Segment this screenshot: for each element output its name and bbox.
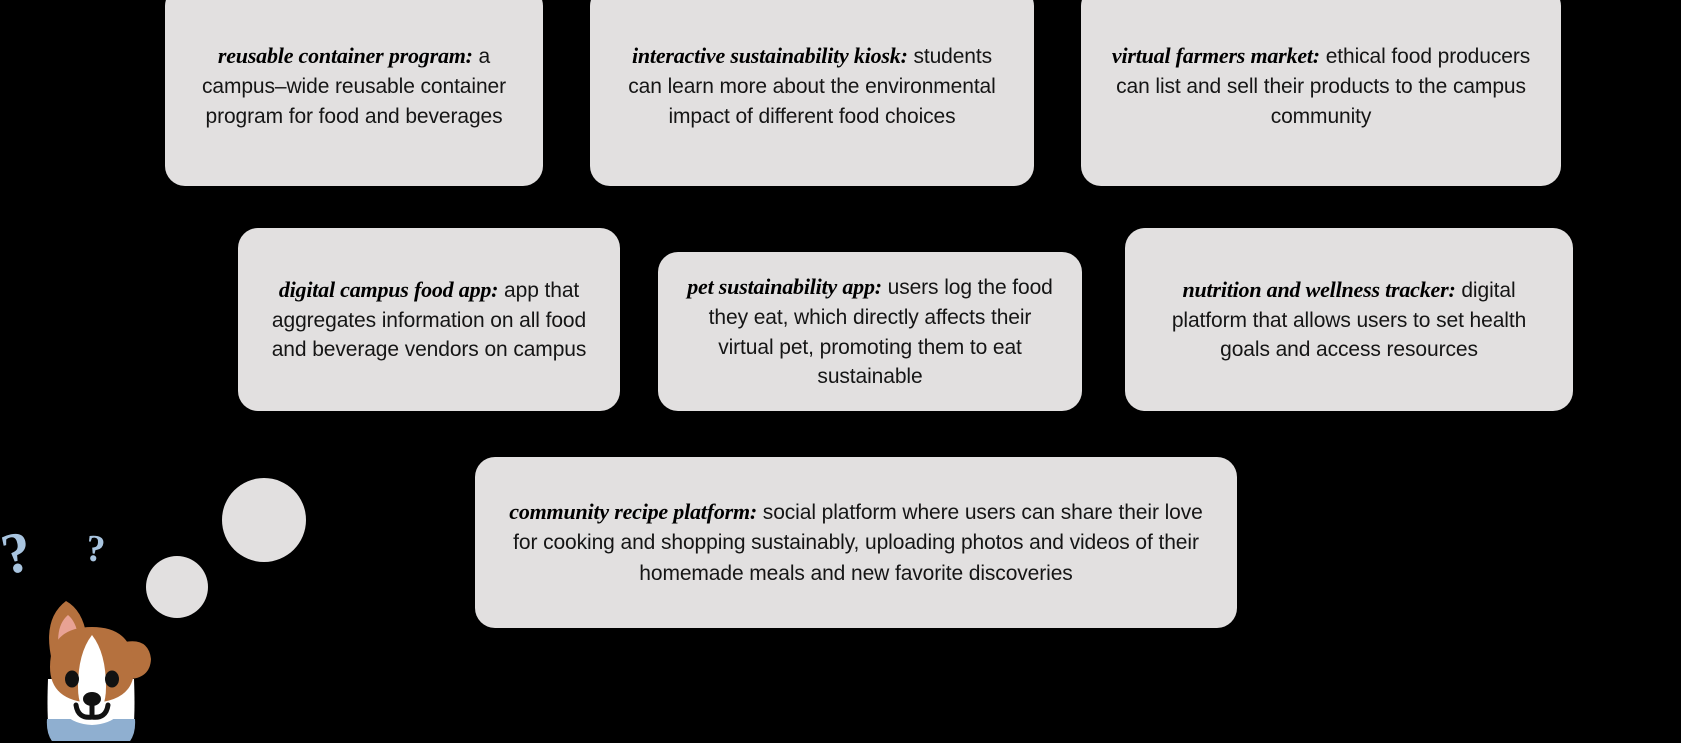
thought-bubble-small: [146, 556, 208, 618]
idea-card-body: a campus–wide reusable container program…: [201, 45, 506, 128]
idea-card-body: ethical food producers can list and sell…: [1116, 45, 1531, 128]
idea-card-body: social platform where users can share th…: [513, 500, 1203, 585]
idea-card-nutrition-and-wellness-tracker[interactable]: nutrition and wellness tracker: digital …: [1125, 228, 1573, 411]
idea-card-text: virtual farmers market: ethical food pro…: [1081, 40, 1561, 131]
corgi-collar: [46, 719, 136, 741]
corgi-nose: [83, 692, 101, 706]
corgi-dog-illustration: [46, 601, 151, 741]
corgi-mouth: [73, 702, 111, 720]
idea-card-lead: pet sustainability app:: [687, 273, 882, 299]
idea-card-digital-campus-food-app[interactable]: digital campus food app: app that aggreg…: [238, 228, 620, 411]
idea-card-interactive-sustainability-kiosk[interactable]: interactive sustainability kiosk: studen…: [590, 0, 1034, 186]
idea-card-reusable-container-program[interactable]: reusable container program: a campus–wid…: [165, 0, 543, 186]
idea-card-lead: digital campus food app:: [278, 276, 499, 302]
idea-card-text: interactive sustainability kiosk: studen…: [590, 40, 1034, 131]
idea-card-body: digital platform that allows users to se…: [1171, 278, 1527, 362]
thought-bubble-large: [222, 478, 306, 562]
idea-card-body: students can learn more about the enviro…: [628, 45, 996, 128]
corgi-right-eye: [105, 670, 119, 688]
idea-card-lead: virtual farmers market:: [1111, 43, 1320, 69]
idea-card-text: community recipe platform: social platfo…: [475, 496, 1237, 589]
idea-card-text: digital campus food app: app that aggreg…: [238, 274, 620, 365]
idea-card-community-recipe-platform[interactable]: community recipe platform: social platfo…: [475, 457, 1237, 628]
idea-card-text: reusable container program: a campus–wid…: [165, 40, 543, 131]
idea-card-lead: community recipe platform:: [509, 498, 758, 524]
idea-card-body: app that aggregates information on all f…: [271, 278, 587, 362]
idea-card-lead: reusable container program:: [217, 43, 473, 69]
idea-card-virtual-farmers-market[interactable]: virtual farmers market: ethical food pro…: [1081, 0, 1561, 186]
corgi-lower-muzzle: [56, 687, 128, 725]
idea-card-lead: nutrition and wellness tracker:: [1182, 276, 1456, 302]
idea-card-text: pet sustainability app: users log the fo…: [658, 271, 1082, 392]
question-mark-icon-large: ?: [0, 517, 38, 588]
idea-card-text: nutrition and wellness tracker: digital …: [1125, 274, 1573, 365]
idea-card-lead: interactive sustainability kiosk:: [631, 43, 908, 69]
corgi-left-eye: [65, 670, 79, 688]
question-mark-icon-small: ?: [83, 527, 108, 571]
idea-card-pet-sustainability-app[interactable]: pet sustainability app: users log the fo…: [658, 252, 1082, 411]
idea-card-body: users log the food they eat, which direc…: [708, 275, 1053, 389]
